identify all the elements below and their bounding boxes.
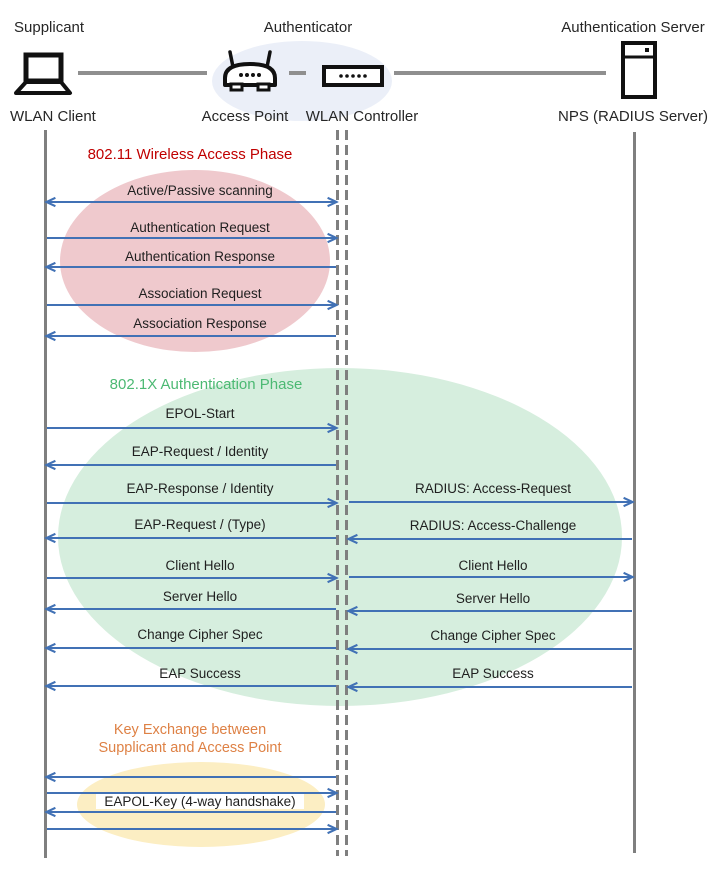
message-text-server-hello: Server Hello (455, 591, 531, 606)
message-text-change-cipher-spec: Change Cipher Spec (430, 628, 556, 643)
message-label-association-request: Association Request (61, 286, 339, 302)
device-nps-radius-server-label: NPS (RADIUS Server) (557, 108, 709, 125)
lifeline-wlan-client (44, 130, 47, 858)
phase1-title: 802.11 Wireless Access Phase (87, 146, 293, 163)
device-wlan-client-label: WLAN Client (10, 108, 96, 125)
role-authenticator-label: Authenticator (263, 19, 353, 36)
message-label-authentication-response: Authentication Response (61, 249, 339, 265)
message-text-authentication-response: Authentication Response (124, 249, 276, 264)
message-label-eapol-key-4-way-handshake: EAPOL-Key (4-way handshake) (61, 794, 339, 810)
message-text-radius-access-request: RADIUS: Access-Request (414, 481, 572, 496)
message-text-eap-success: EAP Success (159, 666, 241, 681)
message-label-change-cipher-spec: Change Cipher Spec (354, 628, 632, 644)
lifeline-nps-server (633, 132, 636, 853)
message-label-eap-request-identity: EAP-Request / Identity (61, 444, 339, 460)
phase3-title-line1: Key Exchange between (113, 722, 267, 738)
role-authentication-server-label: Authentication Server (561, 19, 705, 36)
phase3-title-line2: Supplicant and Access Point (98, 740, 282, 756)
device-wlan-controller-label: WLAN Controller (305, 108, 419, 125)
message-label-eap-request-type: EAP-Request / (Type) (61, 517, 339, 533)
message-text-change-cipher-spec: Change Cipher Spec (137, 627, 263, 642)
message-text-radius-access-challenge: RADIUS: Access-Challenge (409, 518, 577, 533)
message-label-eap-success: EAP Success (61, 666, 339, 682)
lifeline-wlan-controller-dashed (345, 130, 348, 856)
server-icon (621, 41, 657, 99)
access-point-icon (223, 50, 277, 92)
message-text-active-passive-scanning: Active/Passive scanning (127, 183, 273, 198)
message-text-authentication-request: Authentication Request (130, 220, 270, 235)
message-label-client-hello: Client Hello (354, 558, 632, 574)
laptop-icon (14, 52, 72, 95)
message-label-radius-access-challenge: RADIUS: Access-Challenge (354, 518, 632, 534)
connector-client-ap (78, 71, 207, 75)
message-label-eap-response-identity: EAP-Response / Identity (61, 481, 339, 497)
message-text-client-hello: Client Hello (165, 558, 235, 573)
message-label-epol-start: EPOL-Start (61, 406, 339, 422)
connector-ap-controller (289, 71, 306, 75)
role-supplicant-label: Supplicant (14, 19, 85, 36)
message-label-active-passive-scanning: Active/Passive scanning (61, 183, 339, 199)
message-label-radius-access-request: RADIUS: Access-Request (354, 481, 632, 497)
message-label-server-hello: Server Hello (354, 591, 632, 607)
message-text-eapol-key-4-way-handshake: EAPOL-Key (4-way handshake) (96, 794, 304, 809)
message-text-association-response: Association Response (133, 316, 267, 331)
message-label-client-hello: Client Hello (61, 558, 339, 574)
wlan-controller-icon (322, 65, 384, 87)
message-text-eap-request-identity: EAP-Request / Identity (131, 444, 269, 459)
message-text-client-hello: Client Hello (458, 558, 528, 573)
message-text-association-request: Association Request (138, 286, 262, 301)
message-label-association-response: Association Response (61, 316, 339, 332)
message-label-server-hello: Server Hello (61, 589, 339, 605)
lifeline-access-point-dashed (336, 130, 339, 856)
message-text-server-hello: Server Hello (162, 589, 238, 604)
message-text-eap-request-type: EAP-Request / (Type) (134, 517, 266, 532)
message-label-change-cipher-spec: Change Cipher Spec (61, 627, 339, 643)
message-text-epol-start: EPOL-Start (165, 406, 235, 421)
phase2-title: 802.1X Authentication Phase (109, 376, 303, 393)
connector-controller-server (394, 71, 606, 75)
message-text-eap-response-identity: EAP-Response / Identity (126, 481, 274, 496)
message-label-authentication-request: Authentication Request (61, 220, 339, 236)
message-label-eap-success: EAP Success (354, 666, 632, 682)
message-text-eap-success: EAP Success (452, 666, 534, 681)
device-access-point-label: Access Point (201, 108, 289, 125)
